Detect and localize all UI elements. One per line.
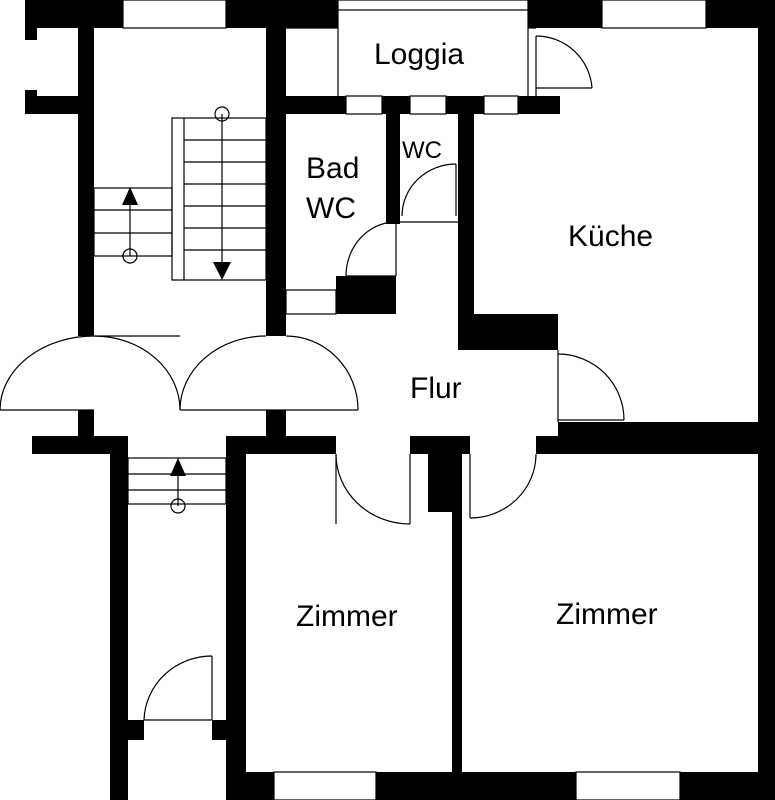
wall-west-stub-top (25, 28, 37, 40)
wall-east (758, 28, 775, 438)
label-zimmer-right: Zimmer (556, 598, 658, 631)
staircase-main (93, 106, 267, 281)
door-bad-swing (345, 221, 397, 277)
room-labels: Loggia Bad WC WC Küche Flur Zimmer Zimme… (296, 38, 658, 633)
window-top-kueche (601, 0, 707, 29)
door-zimmer-left-swing (335, 453, 411, 525)
wall-stair-west (78, 28, 94, 336)
wall-top-right-b (706, 0, 775, 28)
wall-top-right-a (528, 0, 602, 28)
window-loggia-wc (409, 95, 447, 115)
arrow-up-icon (122, 187, 138, 205)
wall-bad-wc (386, 114, 400, 224)
walls (25, 0, 775, 800)
door-hall-right-swing (179, 335, 267, 411)
wall-entry-west (110, 454, 128, 800)
wall-loggia-bottom-b (382, 96, 410, 114)
wall-zimmer-right-east (758, 454, 775, 800)
window-bottom-zimmer-left (273, 771, 377, 800)
stair-start-circle-icon (122, 248, 138, 264)
label-loggia: Loggia (374, 38, 464, 71)
stair-start-circle-icon (214, 106, 230, 122)
label-bad: Bad (306, 152, 359, 185)
wall-entry-horizontal-left (32, 436, 128, 454)
wall-stair-east (266, 28, 286, 336)
wall-bottom-c (680, 772, 775, 800)
window-top-stair (122, 0, 227, 29)
wall-entry-jamb-right (212, 720, 226, 740)
loggia (286, 10, 593, 96)
wall-zimmer-right-top (536, 436, 775, 454)
arrow-up-icon (170, 458, 186, 476)
stair-start-circle-icon (170, 498, 186, 514)
window-bad-vent (285, 289, 337, 315)
wall-zimmer-left-top-a (226, 436, 336, 454)
door-hall-right-swing-b (285, 335, 359, 411)
wall-west-ledge (25, 96, 80, 114)
wall-zimmer-left-top-b (410, 436, 470, 454)
wall-hall-west-stub (78, 410, 94, 436)
doors (0, 163, 625, 721)
wall-top-mid (226, 0, 338, 28)
wall-bottom-a (226, 772, 274, 800)
window-loggia-bad (345, 95, 383, 115)
label-zimmer-left: Zimmer (296, 600, 398, 633)
label-bad-wc: WC (306, 192, 356, 225)
wall-loggia-bottom-a (286, 96, 346, 114)
staircase-entry (127, 457, 227, 514)
label-wc: WC (402, 137, 442, 164)
wall-top-left (25, 0, 123, 28)
door-wc-swing (401, 163, 457, 217)
window-top-loggia (337, 0, 529, 11)
door-entry-swing (143, 655, 213, 721)
arrow-down-icon (213, 262, 231, 280)
wall-wc-kueche (458, 114, 474, 334)
door-kueche-swing (557, 353, 625, 421)
windows (122, 0, 707, 800)
wall-loggia-bottom-d (518, 96, 560, 114)
wall-entry-east (226, 436, 246, 800)
window-bottom-zimmer-right (575, 771, 681, 800)
wall-hall-east-stub (266, 410, 286, 436)
window-loggia-kueche (483, 95, 519, 115)
door-hall-left-swing-b (93, 335, 181, 411)
wall-loggia-bottom-c (446, 96, 484, 114)
door-loggia-swing (535, 35, 593, 89)
wall-zimmer-divider-lower (452, 454, 462, 800)
label-kueche: Küche (568, 220, 653, 253)
wall-bottom-b (376, 772, 576, 800)
wall-kueche-block (458, 314, 558, 350)
label-flur: Flur (410, 372, 462, 405)
wall-kueche-bottom (558, 422, 775, 438)
wall-entry-jamb-left (128, 720, 144, 740)
door-hall-left-swing (0, 335, 95, 411)
door-zimmer-right-swing (469, 453, 537, 519)
wall-bad-bottom (336, 276, 396, 314)
